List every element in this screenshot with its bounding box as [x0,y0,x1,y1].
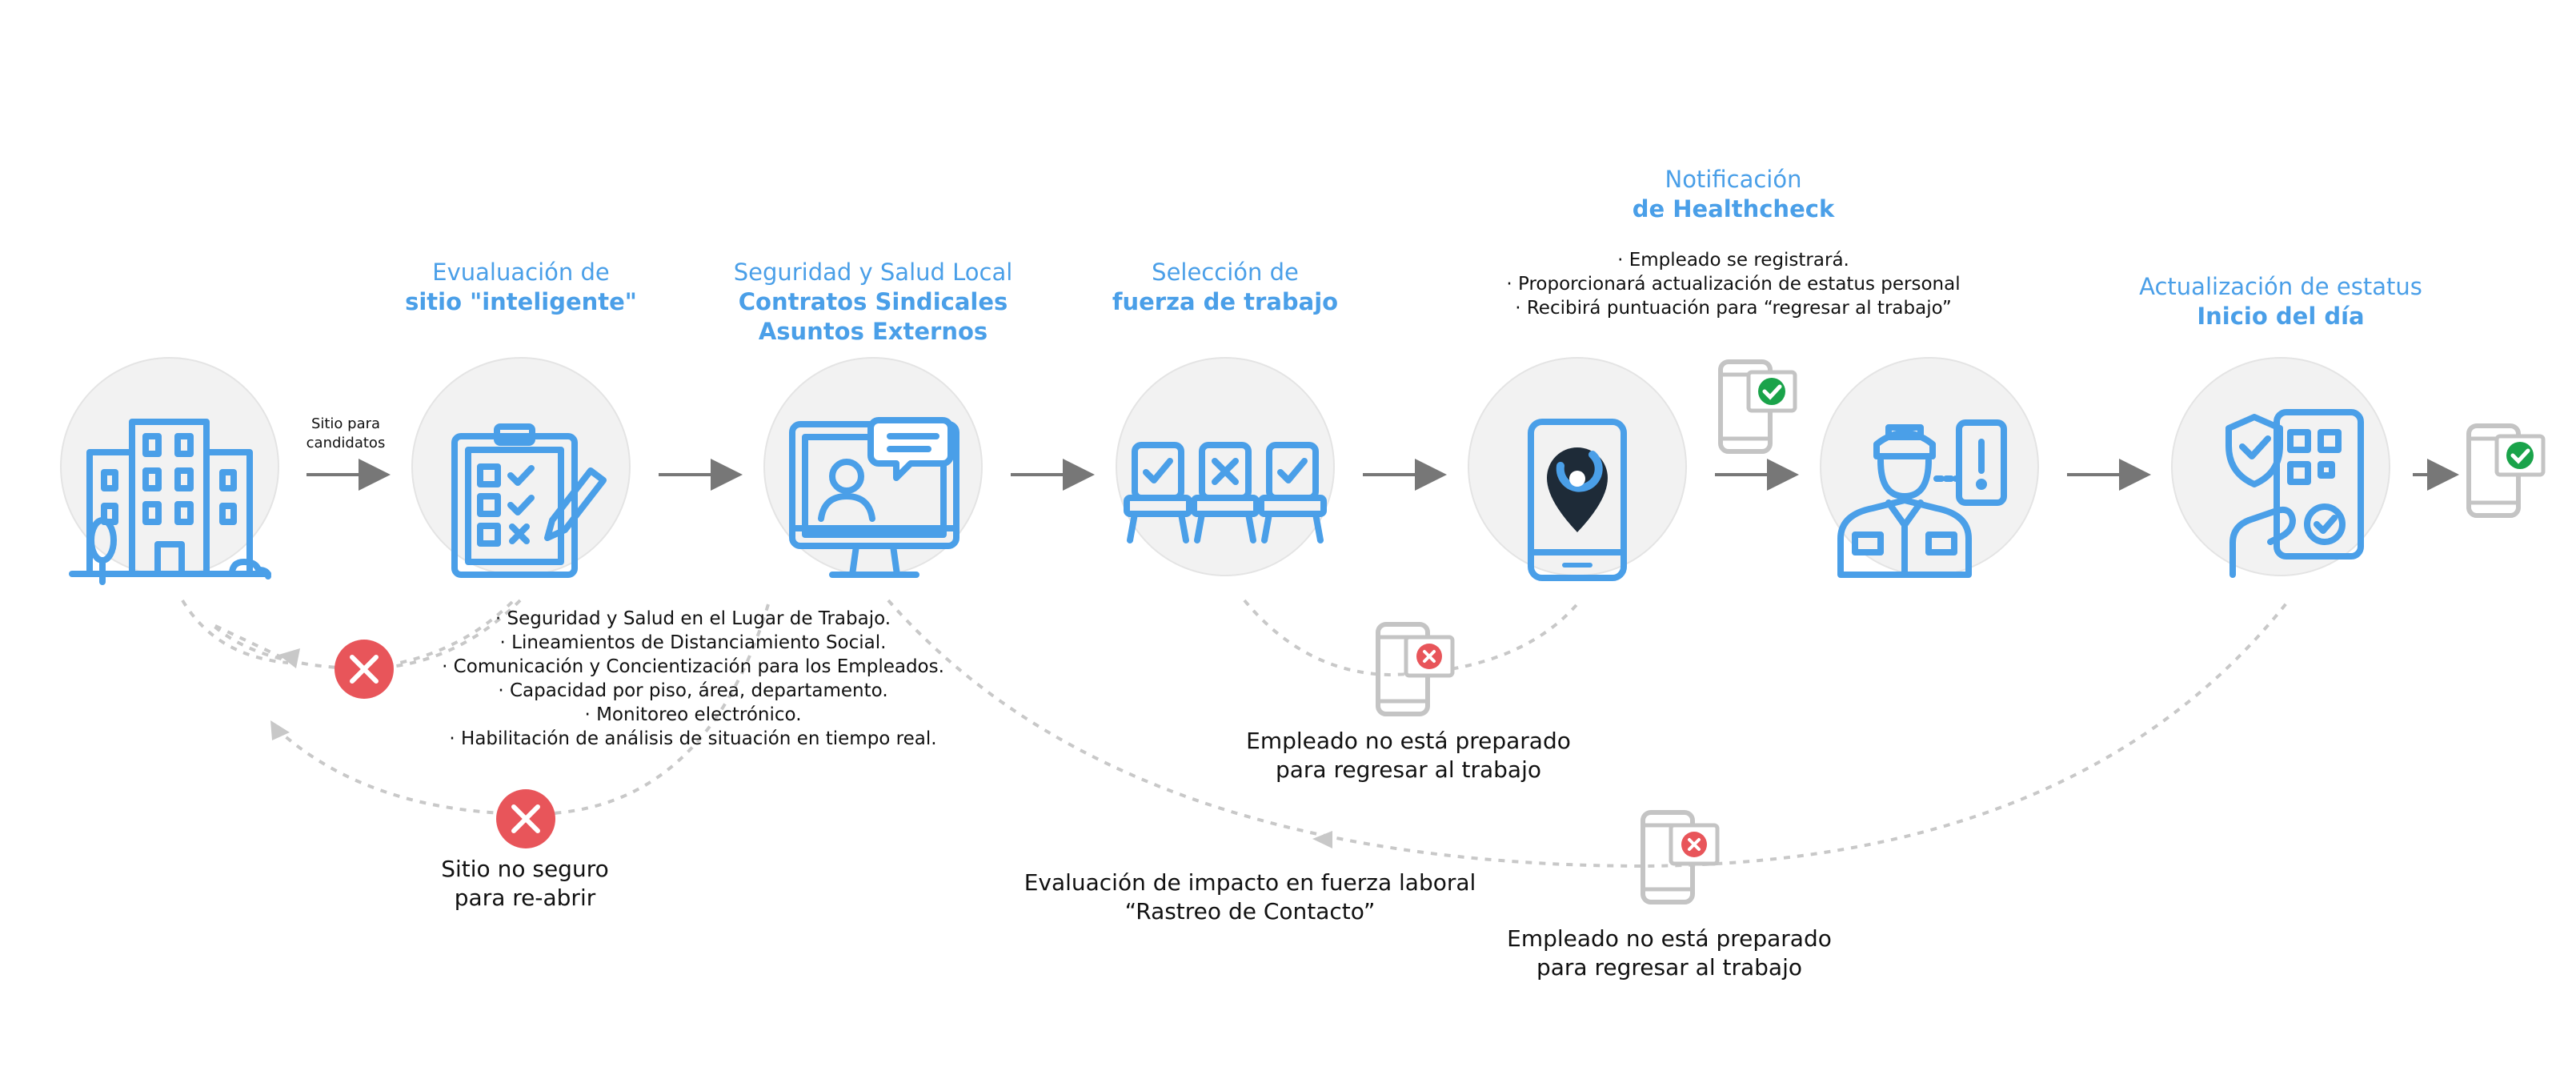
caption-line: Sitio no seguro [441,856,609,882]
caption-unsafe-site: Sitio no seguro para re-abrir [365,855,685,913]
circle-eval [411,357,631,576]
step-title-safety: Seguridad y Salud Local Contratos Sindic… [705,258,1041,347]
phone-reject-icon [1376,622,1455,716]
arrow-label: Sitio para candidatos [282,415,410,453]
step-title-bold: de Healthcheck [1632,195,1835,223]
note-line: · Recibirá puntuación para “regresar al … [1515,298,1952,319]
video-conference-monitor-icon [789,417,959,578]
step-title-line: Notificación [1665,166,1802,193]
reject-icon [496,789,555,848]
circle-status [2171,357,2390,576]
step-title-line: Evualuación de [432,259,610,286]
caption-impact: Evaluación de impacto en fuerza laboral … [970,868,1530,926]
caption-line: Empleado no está preparado [1246,728,1571,754]
step-title-bold: Asuntos Externos [758,318,988,345]
step-title-bold: Inicio del día [2197,303,2365,330]
note-line: · Comunicación y Concientización para lo… [442,656,944,677]
note-line: · Empleado se registrará. [1617,250,1849,271]
caption-line: “Rastreo de Contacto” [1124,898,1376,925]
step-title-bold: sitio "inteligente" [405,288,637,315]
healthcheck-notes: · Empleado se registrará. · Proporcionar… [1453,248,2013,320]
step-title-workforce: Selección de fuerza de trabajo [1065,258,1385,317]
caption-not-ready-2: Empleado no está preparado para regresar… [1429,925,1909,982]
checklist-clipboard-icon [451,423,607,578]
phone-reject-icon [1641,810,1720,904]
phone-check-icon [1718,359,1797,454]
caption-not-ready-1: Empleado no está preparado para regresar… [1168,727,1649,784]
security-guard-icon [1837,419,2007,578]
note-line: · Seguridad y Salud en el Lugar de Traba… [495,608,891,629]
step-title-eval: Evualuación de sitio "inteligente" [361,258,681,317]
return-path-main [887,599,2290,868]
return-arrowheads [270,648,1332,848]
arrow-label-line: Sitio para [310,415,381,432]
reject-icon [335,640,394,699]
arrow-label-line: candidatos [306,435,386,451]
eval-notes: · Seguridad y Salud en el Lugar de Traba… [413,607,973,751]
step-title-bold: fuerza de trabajo [1112,288,1339,315]
return-path-workforce [1243,599,1582,677]
step-title-bold: Contratos Sindicales [738,288,1008,315]
caption-line: para regresar al trabajo [1275,756,1541,783]
caption-line: para regresar al trabajo [1536,954,1802,981]
step-title-status: Actualización de estatus Inicio del día [2121,272,2441,331]
note-line: · Lineamientos de Distanciamiento Social… [499,632,887,653]
caption-line: Empleado no está preparado [1507,925,1832,952]
note-line: · Capacidad por piso, área, departamento… [498,680,888,701]
caption-line: para re-abrir [454,884,596,911]
circle-workforce [1116,357,1335,576]
note-line: · Monitoreo electrónico. [584,704,802,725]
return-path-eval [210,599,522,671]
final-phone-check-icon [2466,423,2546,518]
step-circles [60,357,2390,576]
return-path-site [181,599,289,664]
office-building-icon [69,419,271,585]
note-line: · Proporcionará actualización de estatus… [1506,274,1961,295]
chairs-selection-icon [1124,442,1327,543]
step-title-line: Actualización de estatus [2139,273,2422,300]
note-line: · Habilitación de análisis de situación … [449,728,937,749]
caption-line: Evaluación de impacto en fuerza laboral [1024,869,1476,896]
step-title-line: Seguridad y Salud Local [733,259,1013,286]
return-path-safety [274,604,770,816]
step-title-line: Selección de [1152,259,1299,286]
smartphone-app-icon [1528,419,1627,581]
step-title-healthcheck: Notificación de Healthcheck [1573,165,1893,224]
shield-qr-phone-icon [2225,409,2364,578]
